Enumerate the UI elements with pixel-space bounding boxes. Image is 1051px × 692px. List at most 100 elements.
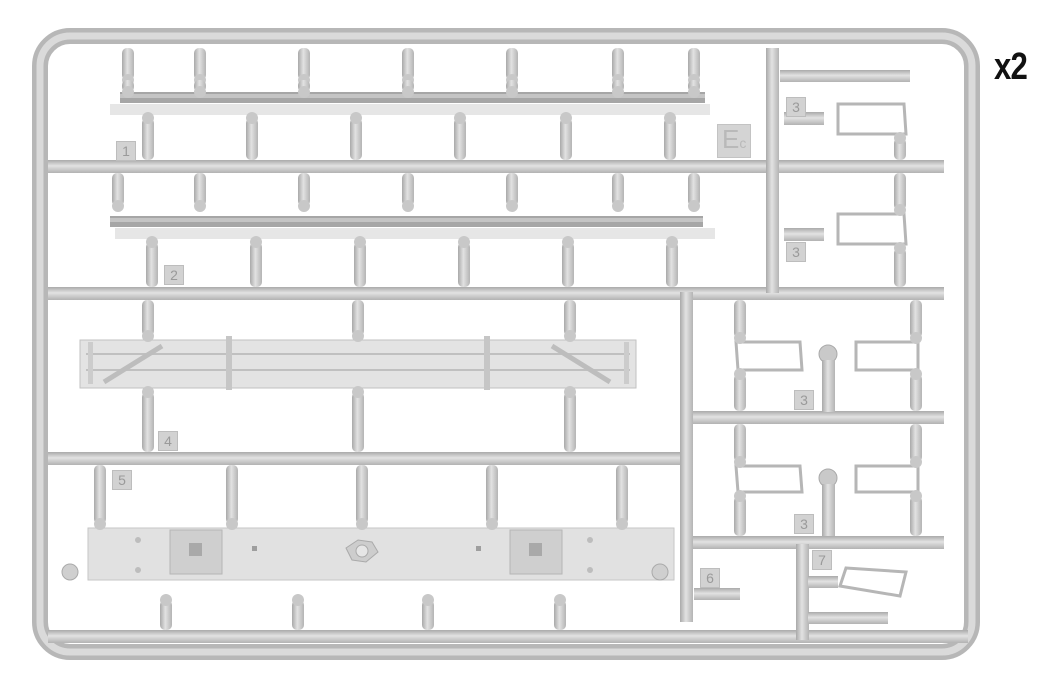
- gate-stub: [560, 118, 572, 160]
- gate-knob: [564, 330, 576, 342]
- gate-knob: [734, 332, 746, 344]
- gate-stub: [486, 465, 498, 524]
- gate-stub: [616, 465, 628, 524]
- gate-stub: [612, 173, 624, 206]
- gate-stub: [454, 118, 466, 160]
- gate-stub: [142, 392, 154, 452]
- part-2-rail: [110, 216, 715, 239]
- gate-knob: [194, 86, 206, 98]
- gate-knob: [122, 86, 134, 98]
- gate-stub: [292, 600, 304, 630]
- gate-stub: [664, 118, 676, 160]
- gate-stub: [688, 48, 700, 80]
- gate-knob: [688, 200, 700, 212]
- gate-stub: [666, 242, 678, 287]
- gate-stub: [688, 173, 700, 206]
- gate-stub: [142, 118, 154, 160]
- gate-stub: [894, 173, 906, 210]
- gate-knob: [194, 200, 206, 212]
- gate-knob: [356, 518, 368, 530]
- gate-knob: [688, 86, 700, 98]
- gate-knob: [246, 112, 258, 124]
- part-number-tag: 7: [812, 550, 832, 570]
- gate-knob: [292, 594, 304, 606]
- gate-stub: [734, 374, 746, 411]
- gate-stub: [94, 465, 106, 524]
- gate-stub: [142, 300, 154, 336]
- gate-knob: [564, 386, 576, 398]
- part-number-tag: 3: [786, 242, 806, 262]
- gate-stub: [112, 173, 124, 206]
- sprue-letter: E: [722, 124, 740, 154]
- gate-knob: [616, 518, 628, 530]
- part-number-tag: 3: [794, 390, 814, 410]
- gate-stub: [298, 48, 310, 80]
- gate-knob: [664, 112, 676, 124]
- gate-stub: [734, 496, 746, 536]
- gate-knob: [560, 112, 572, 124]
- gate-knob: [734, 368, 746, 380]
- gate-stub: [250, 242, 262, 287]
- gate-stub: [402, 173, 414, 206]
- gate-stub: [226, 465, 238, 524]
- part-number-tag: 3: [786, 97, 806, 117]
- gate-stub: [506, 48, 518, 80]
- gate-stub: [352, 300, 364, 336]
- part-1-rail: [110, 92, 710, 115]
- part-number-tag: 2: [164, 265, 184, 285]
- gate-stub: [734, 300, 746, 338]
- gate-stub: [910, 374, 922, 411]
- gate-knob: [142, 112, 154, 124]
- horizontal-runners: [48, 160, 968, 643]
- part-number-tag: 6: [700, 568, 720, 588]
- gate-stub: [910, 496, 922, 536]
- sprue-letter-sub: c: [739, 135, 747, 151]
- gate-knob: [734, 456, 746, 468]
- gate-knob: [226, 518, 238, 530]
- gate-knob: [562, 236, 574, 248]
- gate-knob: [352, 330, 364, 342]
- gate-knob: [142, 330, 154, 342]
- gate-knob: [486, 518, 498, 530]
- gate-stub: [194, 173, 206, 206]
- gate-stub: [506, 173, 518, 206]
- gate-stub: [894, 248, 906, 287]
- gate-knob: [910, 368, 922, 380]
- gate-knob: [250, 236, 262, 248]
- gate-stub: [734, 424, 746, 462]
- gate-stub: [562, 242, 574, 287]
- gate-knob: [612, 200, 624, 212]
- gate-stub: [122, 48, 134, 80]
- gate-knob: [402, 200, 414, 212]
- part-4-plank-panel: [79, 336, 637, 390]
- gate-knob: [142, 386, 154, 398]
- gate-knob: [402, 86, 414, 98]
- gate-stub: [298, 173, 310, 206]
- gate-stub: [146, 242, 158, 287]
- gate-knob: [910, 456, 922, 468]
- gate-stub: [564, 392, 576, 452]
- gate-stub: [894, 138, 906, 160]
- gate-knob: [350, 112, 362, 124]
- gate-knob: [352, 386, 364, 398]
- hub-knobs: [61, 70, 910, 624]
- gate-stub: [422, 600, 434, 630]
- vertical-runners: [680, 48, 809, 640]
- gate-stub: [554, 600, 566, 630]
- gate-stubs: [94, 48, 922, 630]
- gate-stub: [356, 465, 368, 524]
- gate-knob: [506, 200, 518, 212]
- gate-stub: [402, 48, 414, 80]
- gate-stub: [354, 242, 366, 287]
- gate-knob: [910, 490, 922, 502]
- gate-knob: [160, 594, 172, 606]
- gate-knob: [112, 200, 124, 212]
- gate-knob: [894, 242, 906, 254]
- part-number-tag: 1: [116, 141, 136, 161]
- part-number-tag: 5: [112, 470, 132, 490]
- gate-knob: [146, 236, 158, 248]
- gate-stub: [458, 242, 470, 287]
- part-number-tag: 3: [794, 514, 814, 534]
